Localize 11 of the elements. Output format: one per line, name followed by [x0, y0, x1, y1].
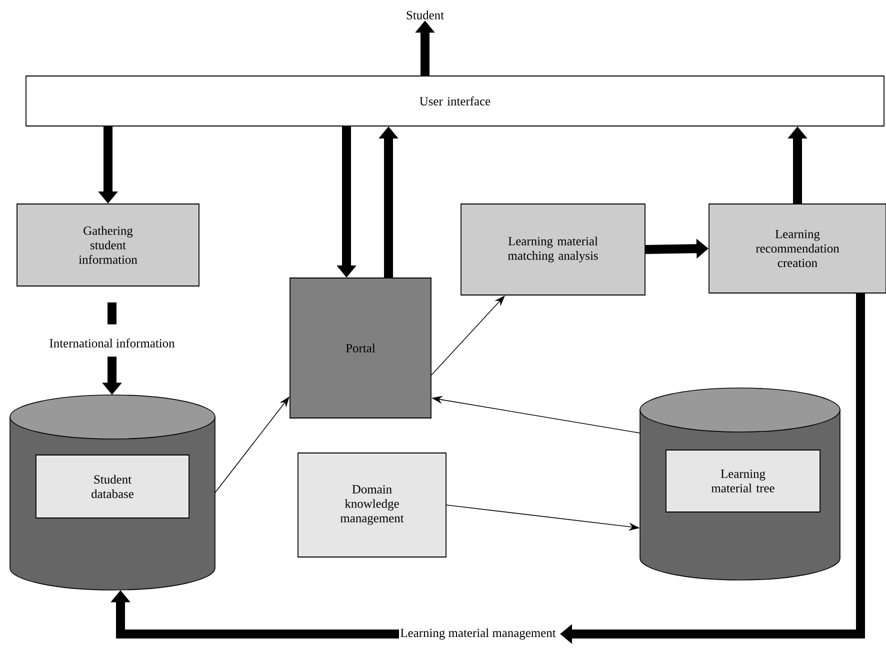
- flow-label: Learning material management: [400, 628, 556, 640]
- process-box: Learning material tree: [666, 450, 820, 512]
- process-box: Portal: [290, 278, 432, 418]
- process-box: Gathering student information: [16, 204, 200, 286]
- process-box: User interface: [26, 76, 884, 126]
- process-box: Learning material matching analysis: [460, 204, 646, 296]
- process-box: Student database: [36, 454, 190, 518]
- flow-label: International information: [50, 338, 175, 348]
- process-box: Domain knowledge management: [298, 452, 446, 558]
- flow-label: Student: [406, 10, 444, 20]
- process-box: Learning recommendation creation: [708, 204, 886, 294]
